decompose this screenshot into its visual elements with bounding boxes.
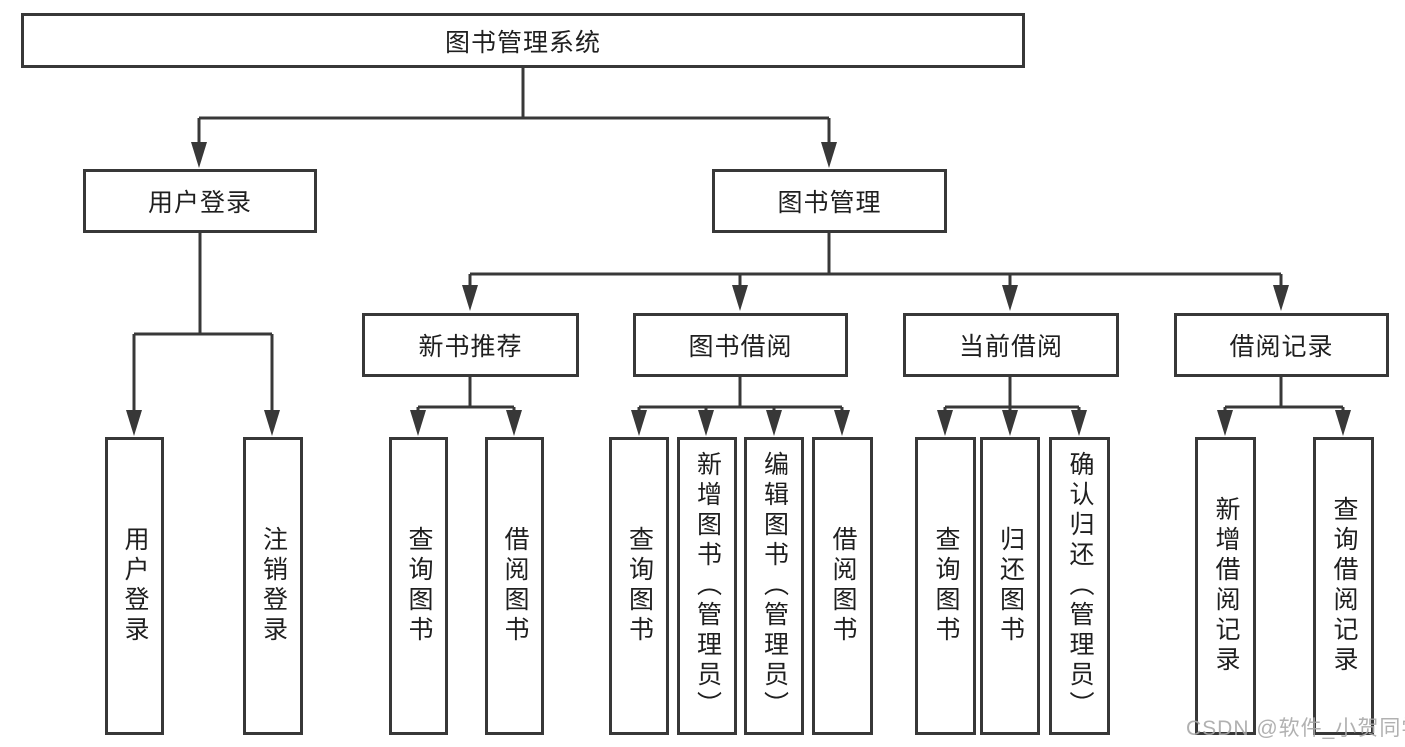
arrow-down-icon bbox=[191, 142, 207, 168]
node-current-borrow: 当前借阅 bbox=[903, 313, 1119, 377]
arrow-down-icon bbox=[1217, 410, 1233, 436]
node-label: 借阅记录 bbox=[1229, 333, 1334, 361]
arrow-down-icon bbox=[631, 410, 647, 436]
leaf-borrow-book-2: 借阅图书 bbox=[812, 437, 873, 735]
node-label: 当前借阅 bbox=[958, 333, 1063, 361]
arrow-down-icon bbox=[937, 410, 953, 436]
leaf-query-book-3: 查询图书 bbox=[915, 437, 976, 735]
arrowheads bbox=[126, 142, 1351, 436]
node-label: 用户登录 bbox=[147, 189, 252, 217]
node-root-label: 图书管理系统 bbox=[444, 28, 601, 57]
arrow-down-icon bbox=[264, 410, 280, 436]
arrow-down-icon bbox=[732, 285, 748, 311]
leaf-label: 编辑图书（管理员） bbox=[760, 451, 789, 721]
leaf-query-borrow-record: 查询借阅记录 bbox=[1313, 437, 1374, 735]
arrow-down-icon bbox=[821, 142, 837, 168]
node-user-login: 用户登录 bbox=[83, 169, 317, 233]
node-book-management: 图书管理 bbox=[712, 169, 947, 233]
leaf-label: 确认归还（管理员） bbox=[1066, 451, 1094, 721]
arrow-down-icon bbox=[1071, 410, 1087, 436]
arrow-down-icon bbox=[410, 410, 426, 436]
leaf-label: 新增借阅记录 bbox=[1212, 496, 1240, 676]
leaf-query-book-1: 查询图书 bbox=[389, 437, 448, 735]
arrow-down-icon bbox=[462, 285, 478, 311]
leaf-label: 借阅图书 bbox=[829, 526, 857, 646]
leaf-label: 查询图书 bbox=[625, 526, 654, 646]
leaf-label: 注销登录 bbox=[259, 526, 288, 646]
leaf-add-book-admin: 新增图书（管理员） bbox=[677, 437, 737, 735]
leaf-confirm-return-admin: 确认归还（管理员） bbox=[1049, 437, 1110, 735]
leaf-query-book-2: 查询图书 bbox=[609, 437, 669, 735]
leaf-label: 新增图书（管理员） bbox=[693, 451, 722, 721]
arrow-down-icon bbox=[1002, 410, 1018, 436]
leaf-label: 查询图书 bbox=[932, 526, 960, 646]
node-label: 图书管理 bbox=[777, 189, 882, 217]
leaf-add-borrow-record: 新增借阅记录 bbox=[1195, 437, 1256, 735]
node-label: 新书推荐 bbox=[418, 333, 523, 361]
leaf-label: 查询图书 bbox=[405, 526, 433, 646]
arrow-down-icon bbox=[506, 410, 522, 436]
node-root-system: 图书管理系统 bbox=[21, 13, 1025, 68]
leaf-user-login: 用户登录 bbox=[105, 437, 164, 735]
leaf-borrow-book-1: 借阅图书 bbox=[485, 437, 544, 735]
arrow-down-icon bbox=[766, 410, 782, 436]
leaf-return-book: 归还图书 bbox=[980, 437, 1040, 735]
leaf-label: 归还图书 bbox=[996, 526, 1025, 646]
leaf-logout: 注销登录 bbox=[243, 437, 303, 735]
node-book-borrow: 图书借阅 bbox=[633, 313, 848, 377]
arrow-down-icon bbox=[1002, 285, 1018, 311]
arrow-down-icon bbox=[834, 410, 850, 436]
arrow-down-icon bbox=[126, 410, 142, 436]
arrow-down-icon bbox=[1273, 285, 1289, 311]
leaf-label: 用户登录 bbox=[121, 526, 149, 646]
connector-paths bbox=[132, 68, 1345, 414]
arrow-down-icon bbox=[1335, 410, 1351, 436]
leaf-label: 借阅图书 bbox=[501, 526, 529, 646]
node-borrow-records: 借阅记录 bbox=[1174, 313, 1389, 377]
csdn-watermark: CSDN @软件_小贺同学 bbox=[1186, 717, 1405, 740]
node-label: 图书借阅 bbox=[688, 333, 793, 361]
leaf-edit-book-admin: 编辑图书（管理员） bbox=[744, 437, 804, 735]
arrow-down-icon bbox=[698, 410, 714, 436]
leaf-label: 查询借阅记录 bbox=[1330, 496, 1358, 676]
node-new-book-recommend: 新书推荐 bbox=[362, 313, 579, 377]
